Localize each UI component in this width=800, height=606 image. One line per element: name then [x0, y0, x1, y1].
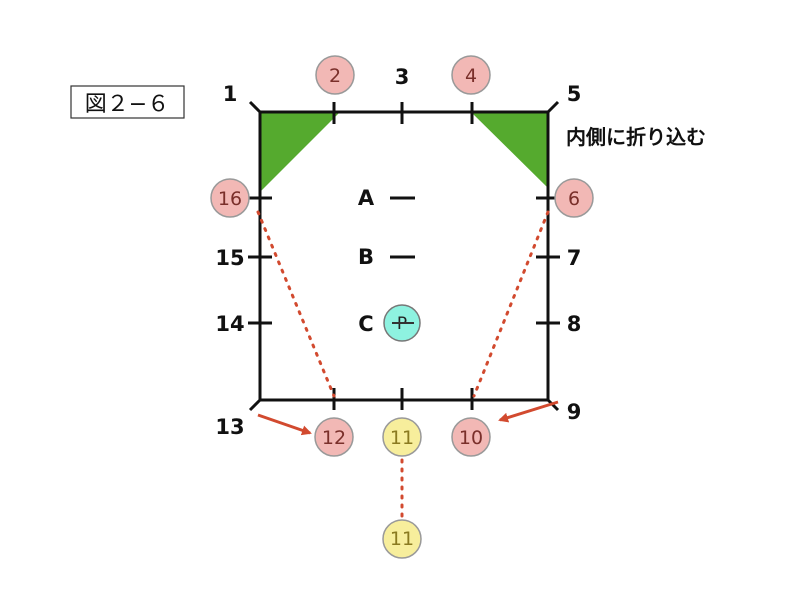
circle-point-16: 16	[210, 178, 250, 218]
circle-point-10: 10	[451, 417, 491, 457]
point-label-15: 15	[215, 246, 244, 270]
point-label-14: 14	[215, 312, 244, 336]
circle-label-10: 10	[459, 427, 483, 449]
row-label-b: B	[358, 245, 374, 269]
dotted-fold-lines	[256, 210, 550, 524]
left-ticks	[248, 196, 272, 325]
row-label-a: A	[358, 186, 375, 210]
circle-label-11-top: 11	[390, 427, 414, 449]
circle-point-4: 4	[451, 55, 491, 95]
fold-triangle-left	[260, 112, 340, 192]
point-label-5: 5	[567, 82, 582, 106]
point-label-3: 3	[395, 65, 410, 89]
circle-point-11-bottom: 11	[382, 519, 422, 559]
figure-label-text: 図２−６	[85, 92, 169, 117]
point-label-9: 9	[567, 400, 582, 424]
point-label-1: 1	[223, 82, 238, 106]
circle-point-11-top: 11	[382, 417, 422, 457]
circle-label-4: 4	[465, 65, 477, 87]
arrow-9-to-10	[498, 400, 559, 423]
circle-point-6: 6	[554, 178, 594, 218]
fold-triangle-right	[471, 112, 548, 188]
point-label-13: 13	[215, 415, 244, 439]
figure-label: 図２−６	[70, 85, 185, 119]
arrow-13-to-12	[257, 413, 312, 436]
circle-label-11-bottom: 11	[390, 528, 414, 550]
circle-point-2: 2	[315, 55, 355, 95]
bottom-ticks	[332, 388, 474, 410]
point-label-8: 8	[567, 312, 582, 336]
circle-label-6: 6	[568, 188, 580, 210]
circle-point-12: 12	[314, 417, 354, 457]
circle-label-12: 12	[322, 427, 346, 449]
circle-label-2: 2	[329, 65, 341, 87]
circle-point-p: P	[383, 304, 421, 342]
circle-label-16: 16	[218, 188, 242, 210]
fold-inward-note: 内側に折り込む	[566, 125, 706, 149]
point-label-7: 7	[567, 246, 582, 270]
top-ticks	[332, 102, 474, 124]
row-label-c: C	[358, 312, 373, 336]
